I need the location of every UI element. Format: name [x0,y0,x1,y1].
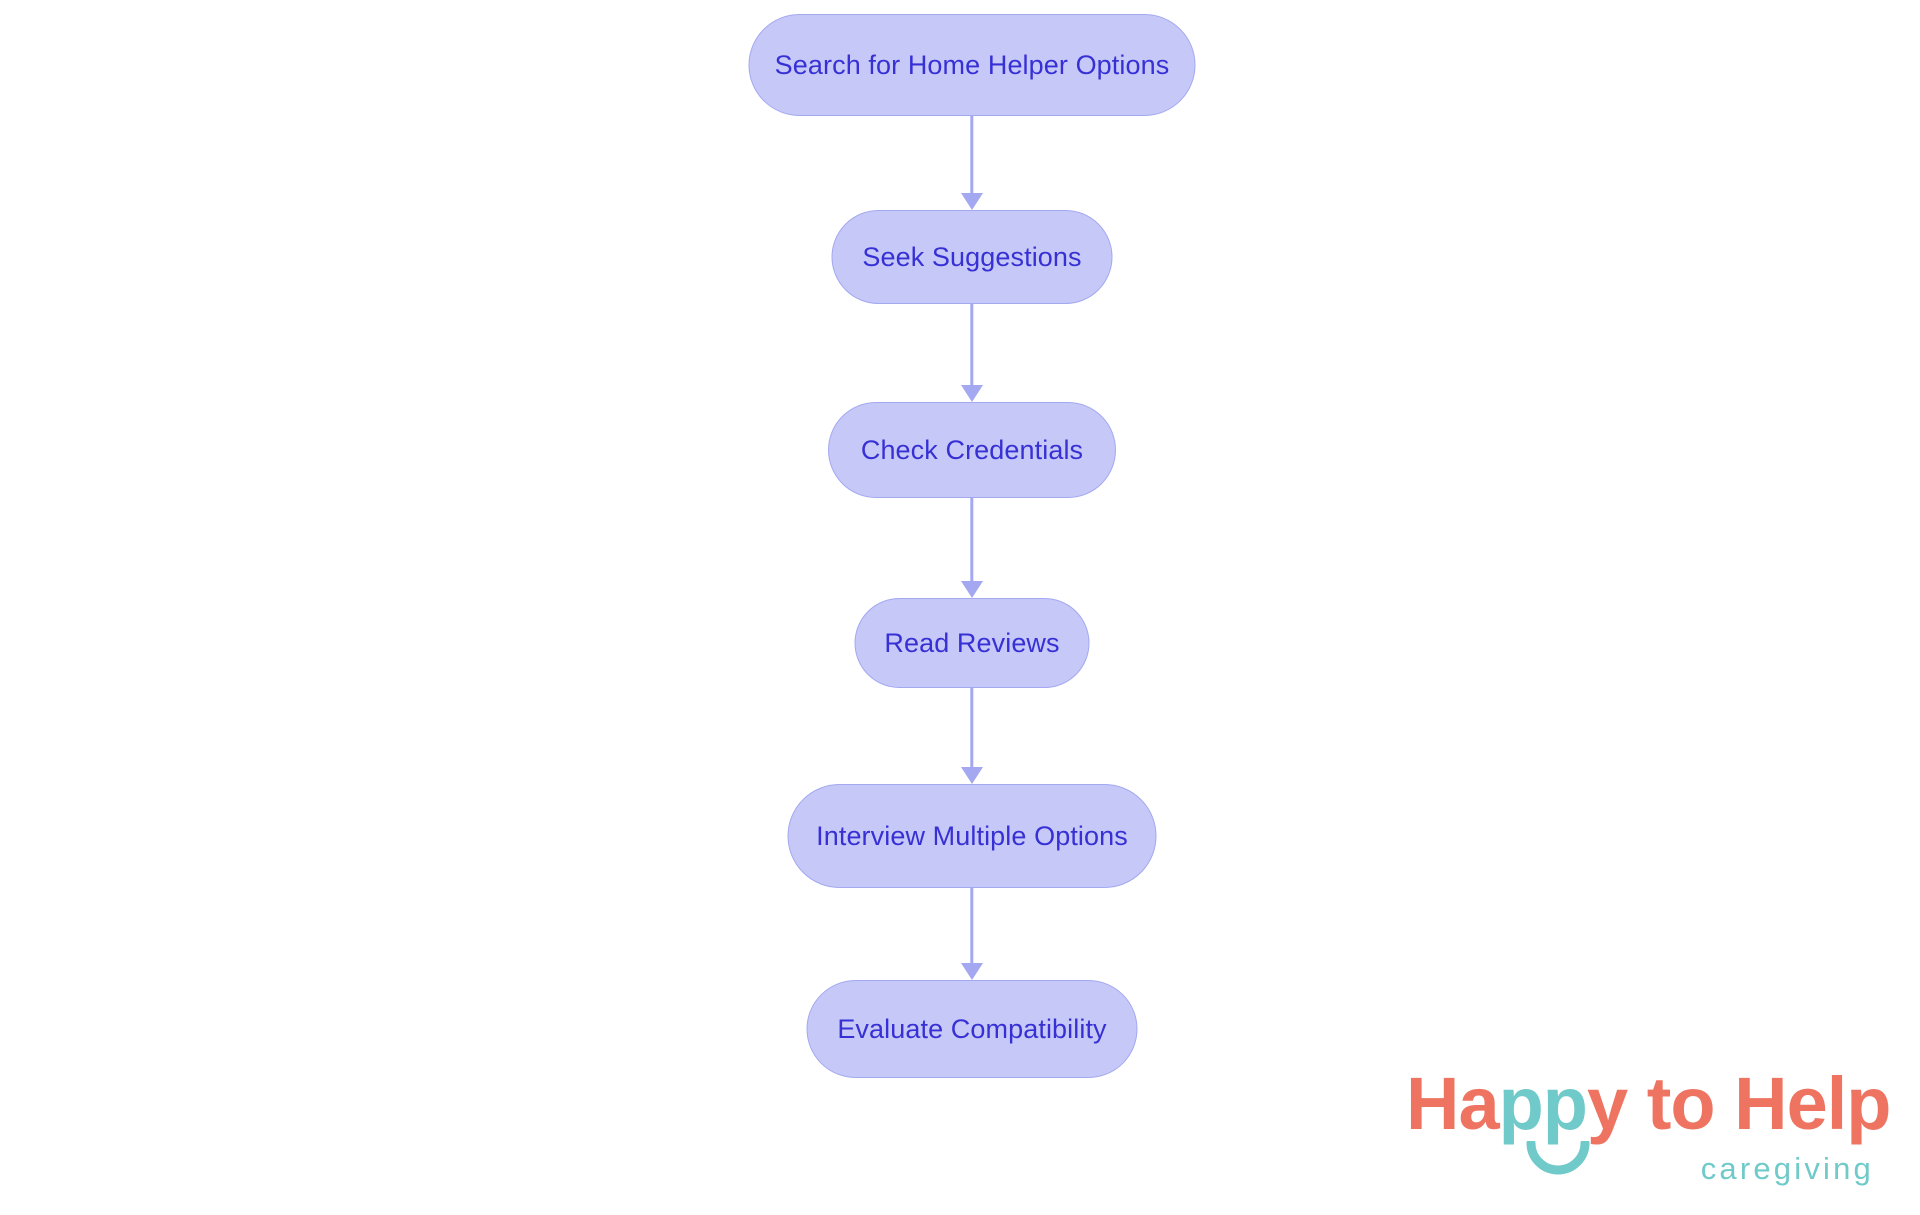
flow-node-label: Search for Home Helper Options [774,49,1170,80]
arrowhead-down-icon [961,963,983,980]
flow-edge-n3-n4 [959,498,985,598]
flow-node-label: Interview Multiple Options [816,820,1128,851]
brand-logo: Happy to Help caregiving [1406,1067,1892,1187]
edge-shaft [970,116,974,193]
flow-node-label: Evaluate Compatibility [837,1013,1107,1044]
flow-node-label: Seek Suggestions [862,241,1082,272]
logo-wordmark: Happy to Help [1406,1067,1892,1141]
edge-shaft [970,688,974,767]
flow-node-n6[interactable]: Evaluate Compatibility [806,980,1138,1078]
flow-node-label: Read Reviews [884,627,1060,658]
arrowhead-down-icon [961,193,983,210]
edge-shaft [970,498,974,581]
edge-shaft [970,888,974,963]
flow-node-n2[interactable]: Seek Suggestions [831,210,1113,304]
flow-edge-n2-n3 [959,304,985,402]
logo-text-ha: Ha [1406,1062,1500,1145]
arrowhead-down-icon [961,767,983,784]
flow-node-n5[interactable]: Interview Multiple Options [787,784,1157,888]
flowchart: Search for Home Helper Options Seek Sugg… [748,14,1196,1078]
flow-node-n3[interactable]: Check Credentials [828,402,1116,498]
logo-subtitle: caregiving [1700,1151,1874,1186]
flow-node-n4[interactable]: Read Reviews [854,598,1090,688]
arrowhead-down-icon [961,385,983,402]
flow-node-n1[interactable]: Search for Home Helper Options [748,14,1196,116]
flow-edge-n4-n5 [959,688,985,784]
logo-text-y-to-help: y to Help [1587,1062,1891,1145]
flow-edge-n5-n6 [959,888,985,980]
arrowhead-down-icon [961,581,983,598]
logo-text-pp: pp [1498,1062,1588,1145]
smile-arc-icon [1526,1141,1590,1175]
flow-node-label: Check Credentials [860,434,1084,465]
edge-shaft [970,304,974,385]
flow-edge-n1-n2 [959,116,985,210]
